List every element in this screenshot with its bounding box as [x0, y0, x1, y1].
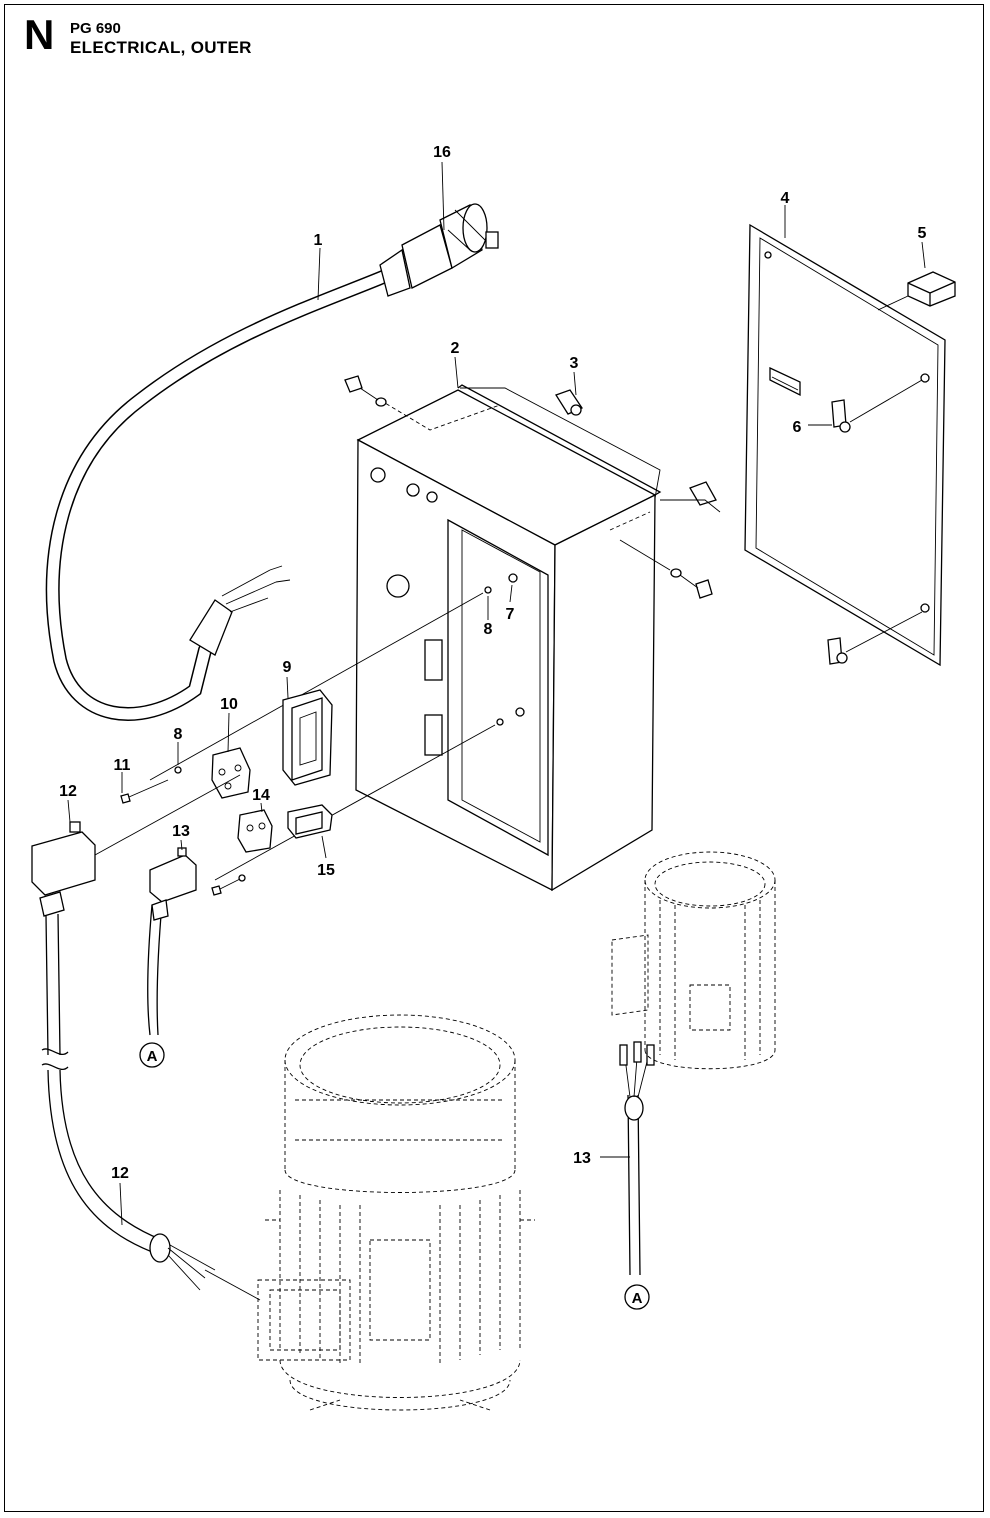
rubber-bumper: [877, 271, 956, 311]
electrical-enclosure: [355, 384, 662, 892]
terminal-insert-14: [237, 809, 273, 853]
callout-9: 9: [283, 659, 292, 676]
callout-11: 11: [114, 757, 131, 774]
callout-8: 8: [484, 621, 493, 638]
callout-1: 1: [314, 232, 323, 249]
callout-13: 13: [172, 823, 190, 840]
screws-11: [120, 779, 246, 896]
callout-12: 12: [59, 783, 77, 800]
callout-14: 14: [252, 787, 270, 804]
lock-latches: [827, 379, 923, 665]
cee-plug: [379, 203, 499, 297]
connector-housing-9: [282, 689, 333, 786]
callout-2: 2: [451, 340, 460, 357]
callout-4: 4: [781, 190, 790, 207]
small-motor-dashed: [611, 851, 776, 1070]
callout-3: 3: [570, 355, 579, 372]
callout-8: 8: [174, 726, 183, 743]
reference-a-label: A: [147, 1048, 158, 1065]
callout-5: 5: [918, 225, 927, 242]
callout-10: 10: [220, 696, 238, 713]
reference-a-circle-left: A: [139, 1042, 165, 1068]
enclosure-screws: [344, 375, 721, 599]
page-frame: [4, 4, 984, 1512]
terminal-insert-10: [211, 747, 251, 799]
callout-7: 7: [506, 606, 515, 623]
page-title: ELECTRICAL, OUTER: [70, 38, 252, 57]
leader-lines: [67, 161, 926, 1226]
nuts-and-washers: [149, 573, 525, 881]
connector-housing-15: [287, 804, 333, 839]
reference-a-circle-right: A: [624, 1284, 650, 1310]
connector-cable-12: [31, 774, 261, 1301]
motor-lead-13: [619, 1041, 655, 1276]
callout-6: 6: [793, 419, 802, 436]
callout-16: 16: [433, 144, 451, 161]
callout-15: 15: [317, 862, 335, 879]
reference-a-label: A: [632, 1290, 643, 1307]
main-motor-dashed: [257, 1014, 535, 1411]
callout-12: 12: [111, 1165, 129, 1182]
callout-13: 13: [573, 1150, 591, 1167]
callout-numbers: 1 16 2 3 4 5 6 7 8 9 10 8 11 12 13 14 15…: [59, 144, 926, 1182]
model-name: PG 690: [70, 20, 121, 37]
main-power-cable: [45, 265, 402, 721]
section-letter: N: [24, 11, 55, 58]
connector-cable-13: [147, 847, 197, 1036]
